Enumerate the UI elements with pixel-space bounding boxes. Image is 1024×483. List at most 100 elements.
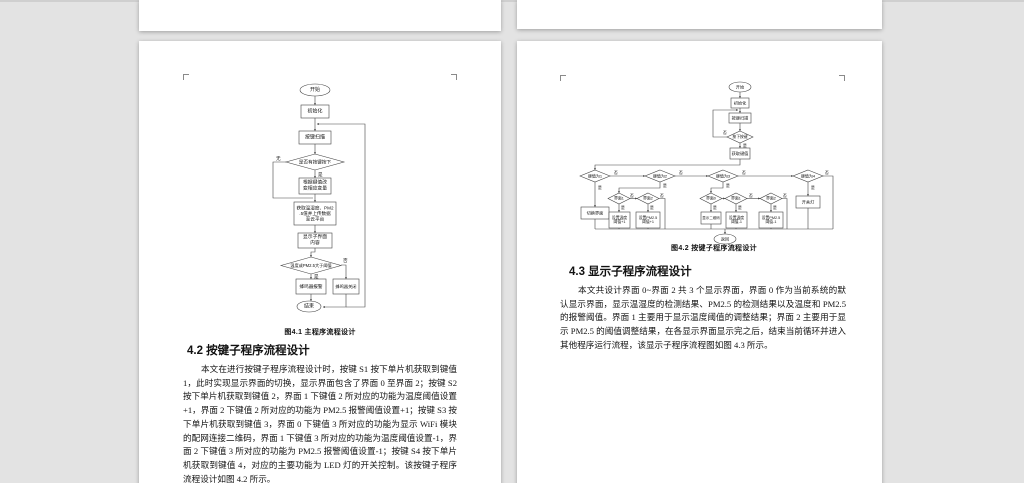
flow-node-rect [728, 112, 752, 124]
flow-node-diamond [699, 192, 723, 205]
flow-branch-label: 否 [783, 194, 787, 198]
flow-node-rect [729, 147, 751, 160]
flow-node-diamond [792, 169, 824, 183]
flow-branch-label: 是 [811, 185, 815, 190]
canvas-top-border [0, 0, 1024, 2]
flow-node-label: 显示子界面内容 [303, 233, 327, 246]
previous-page-bottom-right [517, 0, 882, 29]
flow-node-rect [608, 211, 631, 229]
flow-node-label: 初始化 [734, 100, 747, 107]
figure-caption[interactable]: 图4.2 按键子程序流程设计 [671, 245, 757, 252]
flow-node-rect [300, 104, 330, 119]
flow-node-label: 界面1 [614, 196, 624, 201]
flow-branch-label: 无 [276, 156, 281, 162]
flow-node-diamond [644, 169, 676, 183]
flow-node-rect [700, 211, 722, 225]
flow-edge [341, 264, 348, 280]
flow-node-oval [299, 83, 331, 97]
flow-node-label: 蜂鸣器报警 [300, 283, 323, 290]
flow-branch-label: 是 [650, 205, 654, 210]
flow-node-rect [332, 278, 360, 295]
flow-branch-label: 否 [742, 171, 746, 175]
flow-node-label: 开始 [736, 84, 745, 91]
flow-node-diamond [707, 169, 739, 183]
flow-node-rect [730, 97, 750, 109]
flow-node-oval [296, 300, 322, 313]
flow-edge [593, 159, 741, 171]
previous-page-bottom-left [139, 0, 501, 31]
flow-branch-label: 是 [743, 143, 747, 148]
flow-node-rect [293, 201, 337, 226]
flow-edge [823, 175, 834, 229]
flow-branch-label: 是 [726, 183, 730, 188]
flow-edge [659, 198, 666, 229]
flow-node-label: 键值为4 [801, 173, 816, 179]
flow-node-label: 界面1 [731, 196, 741, 201]
flow-node-rect [725, 211, 748, 229]
figure-caption[interactable]: 图4.1 主程序流程设计 [284, 329, 356, 336]
flow-node-rect [295, 278, 327, 295]
flow-branch-label: 否 [614, 171, 618, 175]
document-page-right[interactable]: 开始初始化按键扫描按下按键获取键值键值为1 键值为2 键值为3 键值为4 界面1 界面2 界… [517, 41, 882, 483]
flow-branch-label: 是 [621, 205, 625, 210]
flow-node-label: 温度或PM2.5大于阈值 [290, 262, 331, 269]
flow-edge [316, 122, 366, 308]
flow-branch-label: 否 [723, 131, 727, 135]
flow-node-diamond [724, 192, 748, 205]
flow-edge [782, 198, 788, 229]
flow-edge [709, 182, 724, 194]
flow-node-rect [298, 130, 332, 145]
flow-branch-label: 是 [773, 205, 777, 210]
flow-node-label: 界面2 [766, 196, 776, 201]
flow-node-label: 设置温度阈值+1 [612, 215, 627, 224]
flow-node-label: 开关灯 [802, 199, 815, 206]
flow-node-label: 按键扫描 [732, 115, 749, 122]
flow-node-label: 键值为2 [653, 173, 668, 179]
section-heading[interactable]: 4.3 显示子程序流程设计 [569, 266, 692, 278]
flow-node-diamond [607, 192, 631, 205]
flow-branch-label: 是 [663, 183, 667, 188]
flow-node-label: 键值为1 [588, 173, 603, 179]
text-boundary-mark [839, 75, 845, 81]
flow-branch-label: 否 [749, 194, 753, 198]
flow-edge [322, 294, 347, 309]
flow-node-label: 是否有按键按下 [299, 159, 332, 166]
flow-branch-label: 否 [660, 194, 664, 198]
flow-node-label: 获取键值 [732, 150, 749, 157]
flow-node-label: 按键扫描 [305, 134, 325, 141]
body-paragraph[interactable]: 本文在进行按键子程序流程设计时，按键 S1 按下单片机获取到键值 1，此时实现显… [183, 364, 457, 483]
section-heading[interactable]: 4.2 按键子程序流程设计 [187, 345, 310, 357]
flow-node-label: 界面2 [643, 196, 653, 201]
flow-node-diamond [759, 192, 783, 205]
text-boundary-mark [183, 74, 189, 80]
flow-node-label: 获取温湿度、PM2.5值并上传数据至云平台 [296, 205, 333, 223]
flow-node-rect [635, 211, 661, 229]
flow-node-diamond [279, 256, 343, 275]
flow-branch-label: 否 [825, 171, 829, 175]
flow-edge [309, 248, 316, 258]
flow-node-label: 设置温度阈值-1 [729, 215, 744, 224]
flow-node-diamond [579, 169, 611, 183]
body-paragraph[interactable]: 本文共设计界面 0~界面 2 共 3 个显示界面，界面 0 作为当前系统的默认显… [560, 285, 846, 350]
flow-edge [712, 108, 739, 138]
flow-node-label: 键值为3 [716, 173, 731, 179]
flow-edge [617, 182, 661, 194]
flow-node-rect [795, 195, 821, 209]
flow-node-diamond [726, 130, 754, 144]
flow-node-label: 结束 [304, 303, 314, 310]
flow-node-rect [297, 232, 333, 249]
text-boundary-mark [451, 74, 457, 80]
flow-branch-label: 是 [738, 205, 742, 210]
flowchart-main-program: 开始初始化按键扫描是否有按键按下根据键值改变相应变量获取温湿度、PM2.5值并上… [272, 83, 366, 313]
flow-node-label: 初始化 [307, 108, 322, 115]
flow-branch-label: 是 [713, 205, 717, 210]
document-page-left[interactable]: 开始初始化按键扫描是否有按键按下根据键值改变相应变量获取温湿度、PM2.5值并上… [139, 41, 501, 483]
text-boundary-mark [560, 75, 566, 81]
flow-node-label: 按下按键 [732, 134, 747, 139]
flow-node-rect [758, 211, 784, 229]
flow-branch-label: 否 [630, 194, 634, 198]
